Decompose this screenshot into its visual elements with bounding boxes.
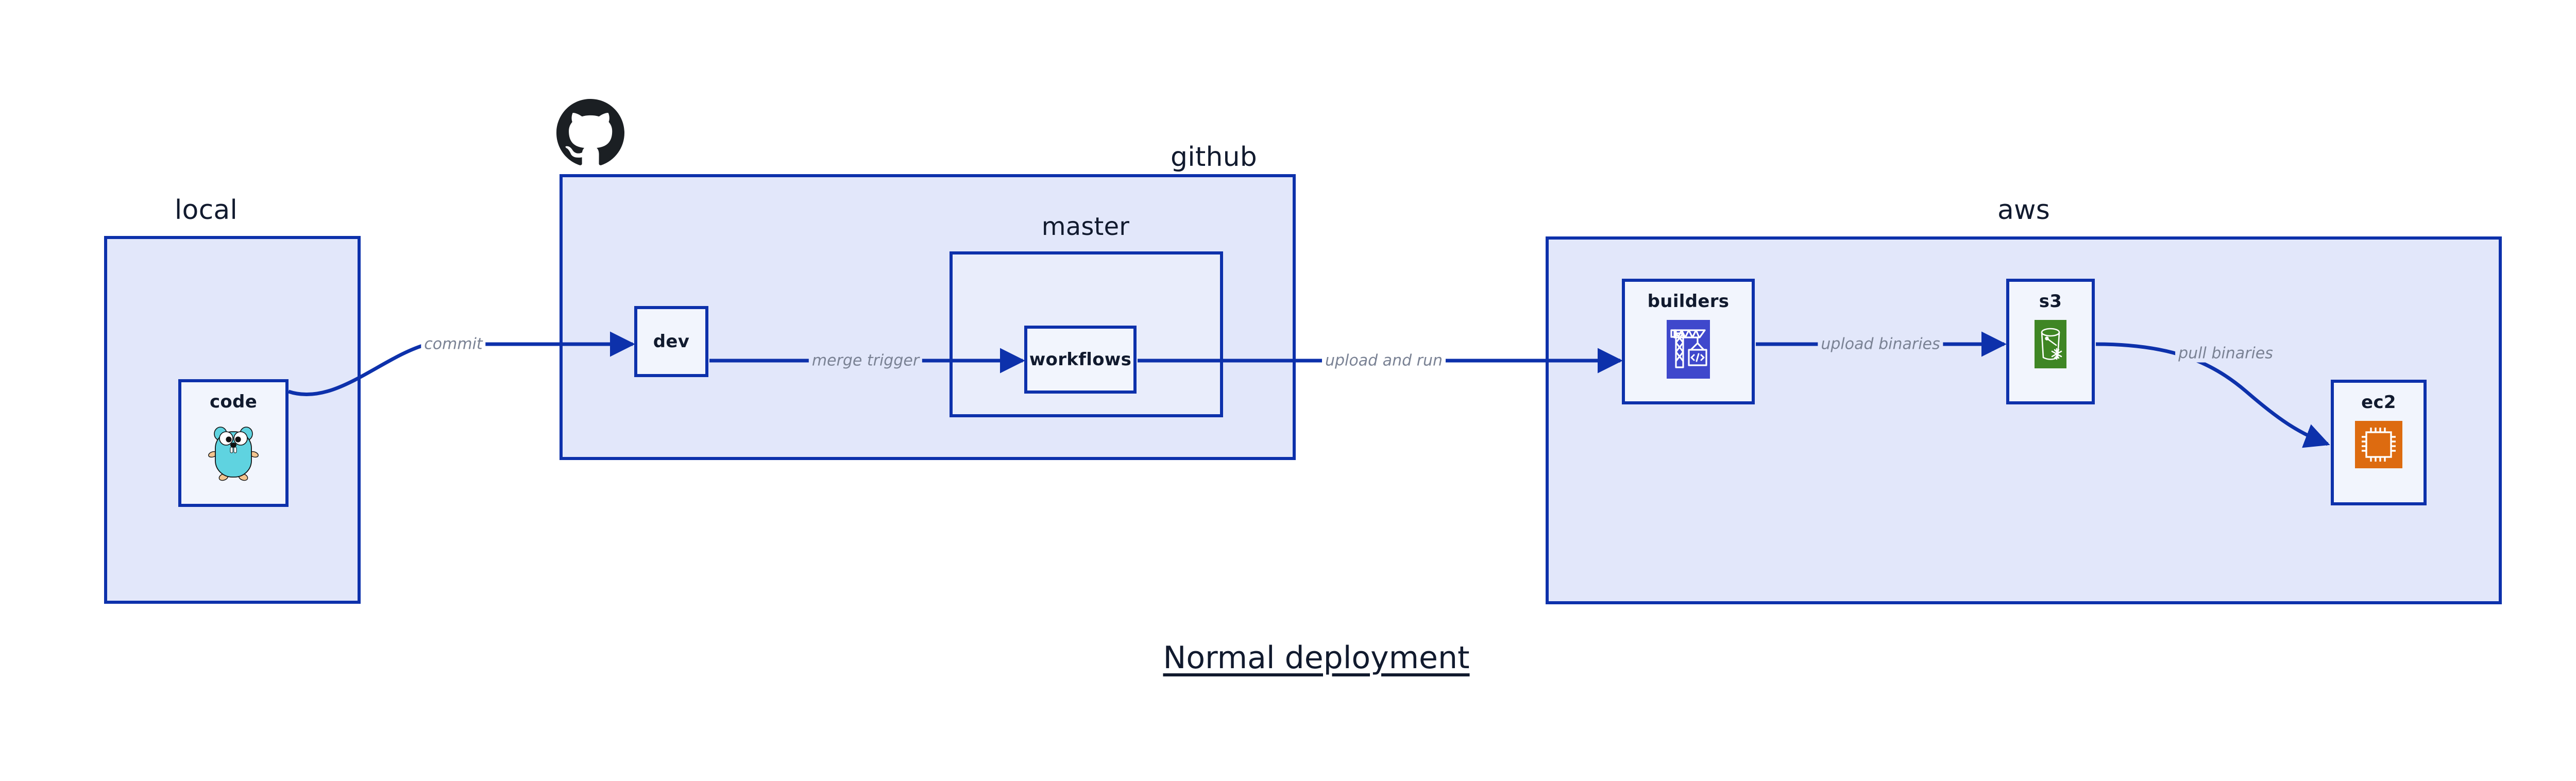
node-ec2-label: ec2 xyxy=(2361,392,2396,413)
edge-label-commit: commit xyxy=(421,335,486,353)
group-label-master: master xyxy=(1041,212,1130,241)
node-builders-label: builders xyxy=(1647,291,1730,312)
edge-label-upload-binaries: upload binaries xyxy=(1818,335,1943,353)
node-s3-label: s3 xyxy=(2039,291,2062,312)
group-label-aws: aws xyxy=(1997,195,2050,226)
aws-ec2-icon xyxy=(2355,421,2402,470)
node-s3[interactable]: s3 xyxy=(2006,279,2095,404)
edge-label-pull-binaries: pull binaries xyxy=(2175,344,2276,363)
node-dev[interactable]: dev xyxy=(634,306,708,377)
node-ec2[interactable]: ec2 xyxy=(2331,380,2427,505)
aws-s3-glacier-icon xyxy=(2035,320,2066,370)
github-octocat-icon xyxy=(556,99,624,165)
aws-codebuild-icon xyxy=(1667,320,1710,381)
node-workflows-label: workflows xyxy=(1029,349,1132,370)
diagram-title: Normal deployment xyxy=(1163,640,1470,676)
node-dev-label: dev xyxy=(653,331,690,352)
node-code[interactable]: code xyxy=(178,379,289,507)
group-label-local: local xyxy=(174,195,238,226)
edge-label-upload-and-run: upload and run xyxy=(1321,351,1446,370)
group-label-github: github xyxy=(1171,142,1257,173)
go-gopher-icon xyxy=(207,420,260,484)
node-code-label: code xyxy=(209,392,258,412)
edge-label-merge-trigger: merge trigger xyxy=(808,351,923,370)
node-builders[interactable]: builders xyxy=(1622,279,1755,404)
node-workflows[interactable]: workflows xyxy=(1024,326,1137,394)
